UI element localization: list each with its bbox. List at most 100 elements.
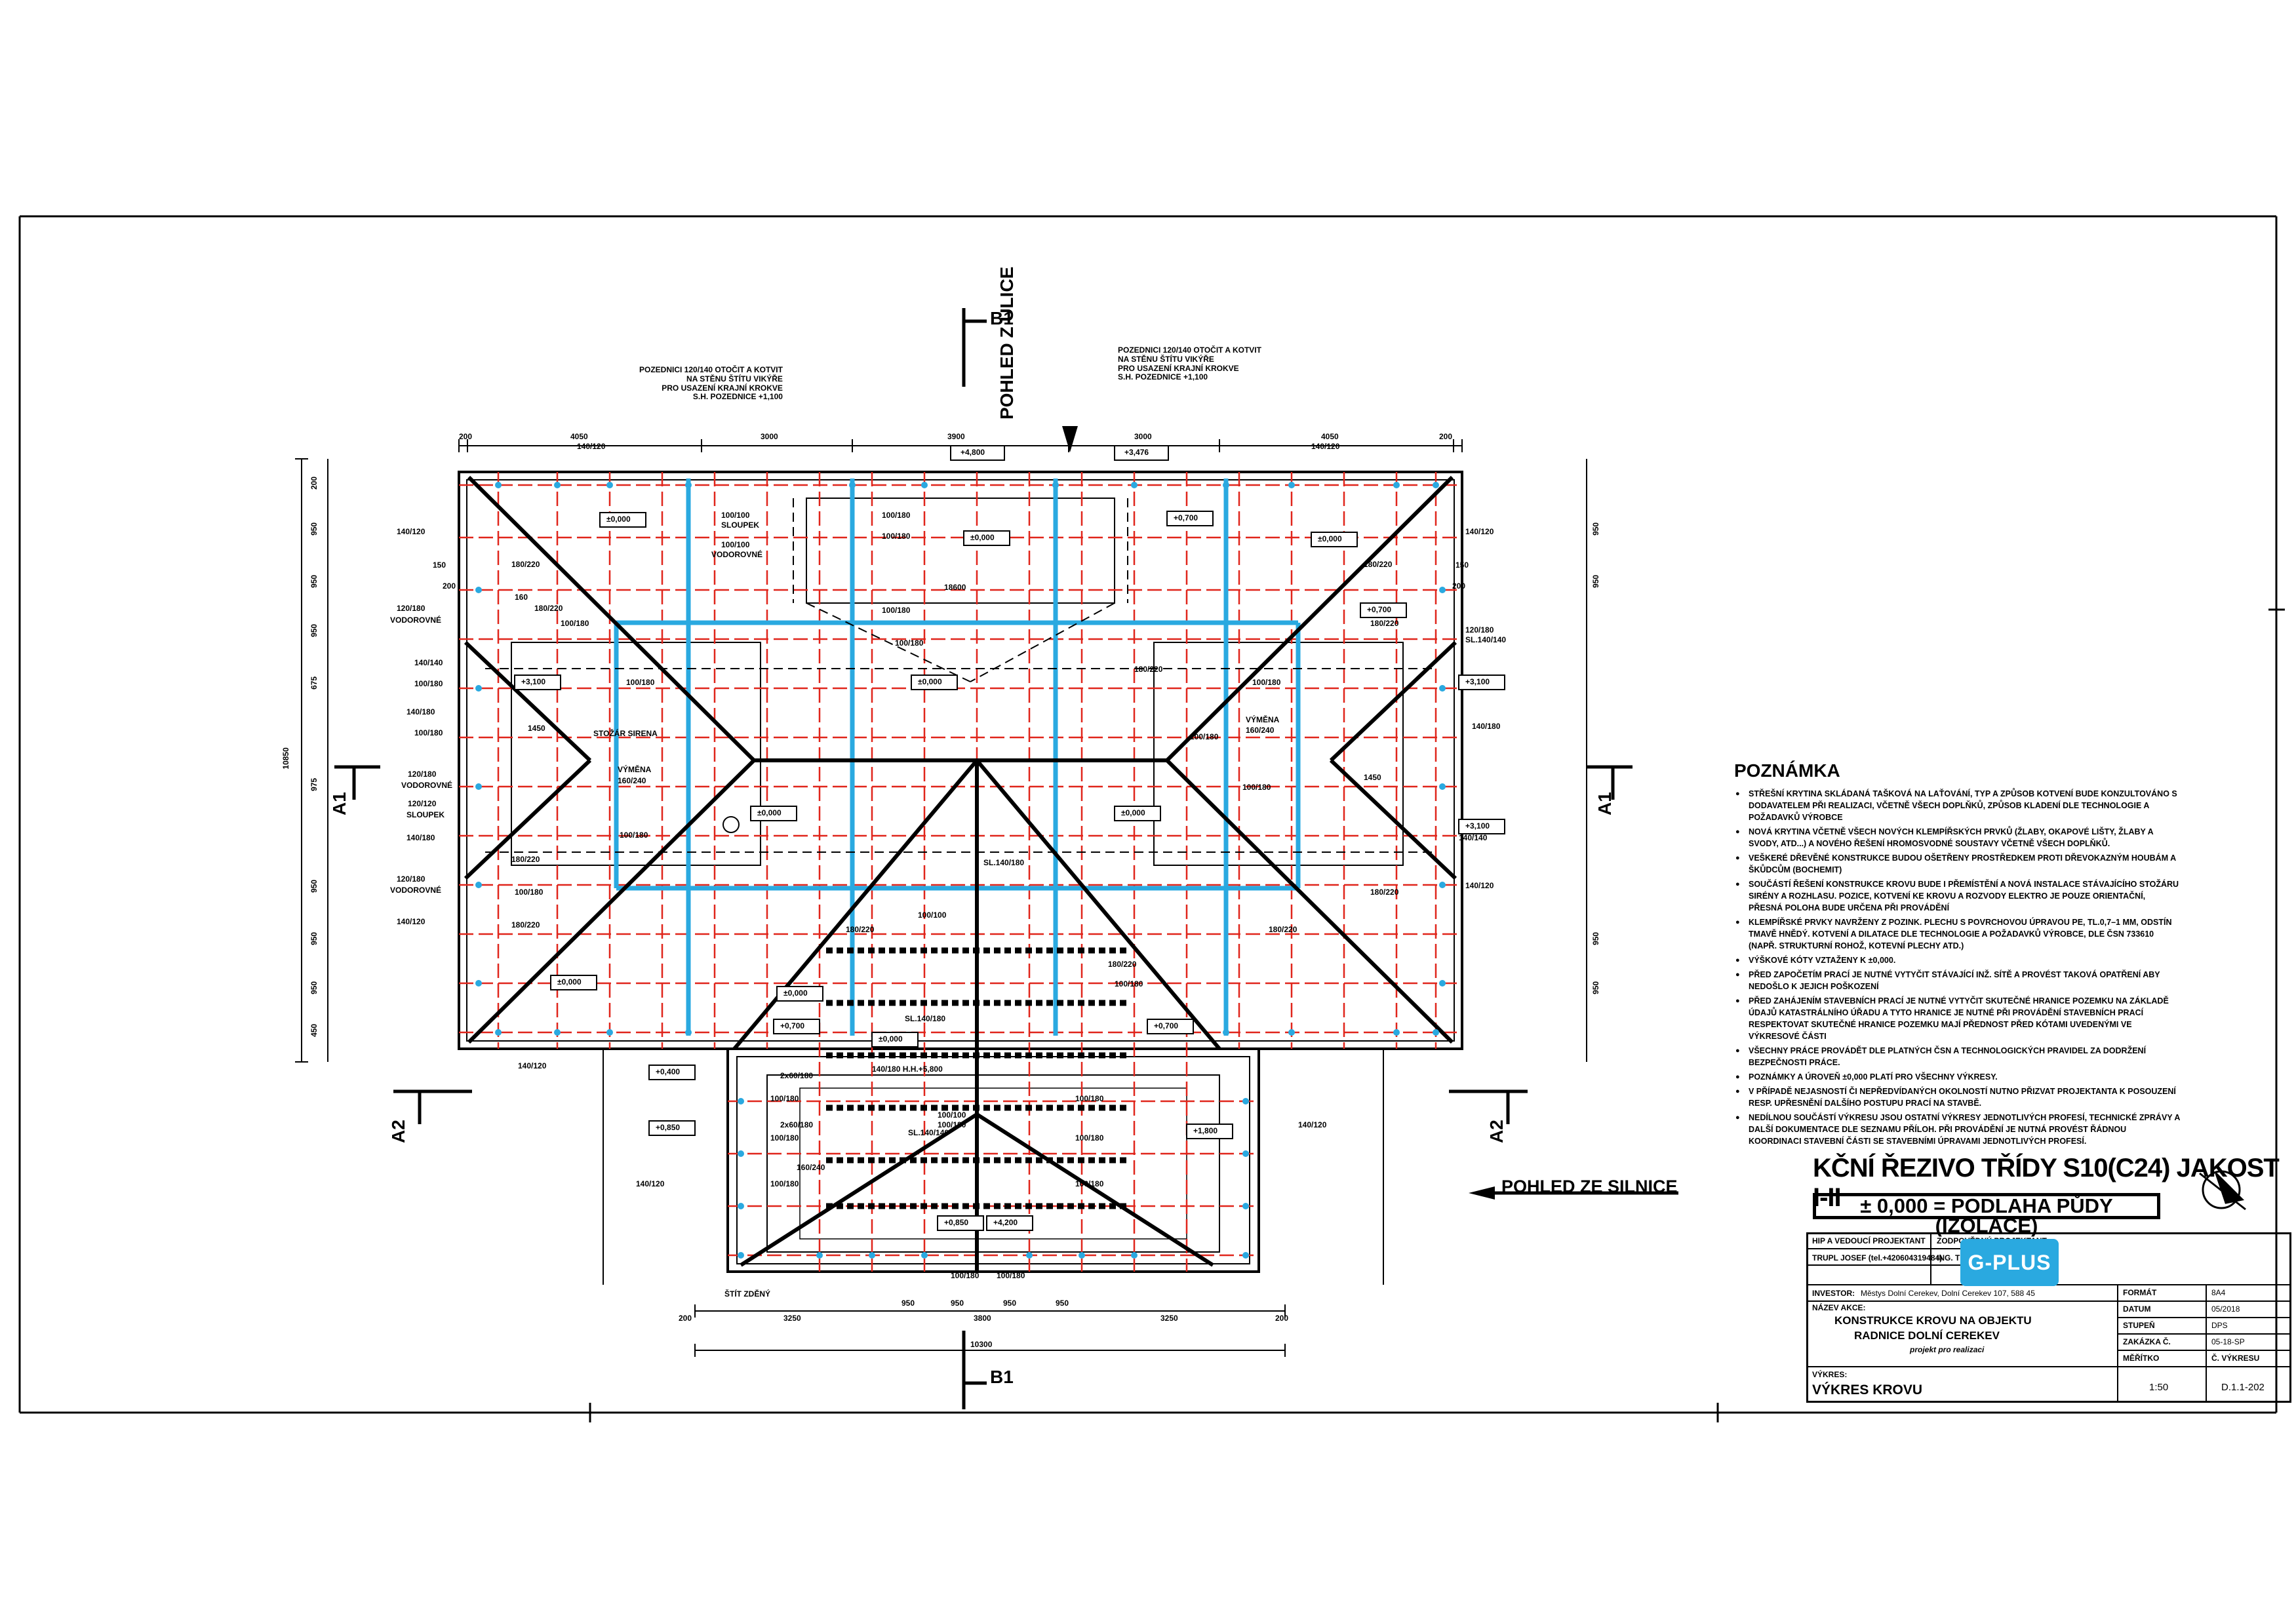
member-label: 100/180 — [1242, 783, 1271, 792]
member-label: 140/120 — [577, 442, 606, 451]
level-value: +3,100 — [521, 677, 546, 686]
dim-ridge: 18600 — [944, 583, 966, 592]
member-label: 120/120 — [408, 799, 437, 808]
member-label: 100/180 — [626, 678, 655, 687]
order-value: 05-18-SP — [2211, 1337, 2245, 1346]
dashed-lines — [485, 498, 1436, 853]
member-label: 140/180 — [406, 707, 435, 716]
member-label: 160/240 — [797, 1163, 825, 1172]
a1-right-label: A1 — [1594, 792, 1615, 815]
member-label: 100/180 — [1115, 979, 1143, 988]
member-label: 100/180 — [938, 1120, 966, 1129]
member-label: 180/220 — [511, 855, 540, 864]
member-label: 120/180 — [397, 604, 426, 613]
member-label: 100/100 — [721, 540, 750, 549]
member-label: 180/220 — [1370, 888, 1399, 897]
member-label: 100/180 — [770, 1179, 799, 1188]
level-value: ±0,000 — [879, 1034, 903, 1044]
member-word: 140/180 H.H.+5,800 — [872, 1065, 943, 1074]
hip-label: HIP A VEDOUCÍ PROJEKTANT — [1812, 1236, 1926, 1245]
level-value: +0,700 — [1154, 1021, 1179, 1030]
notes-title: POZNÁMKA — [1734, 760, 1840, 781]
member-label: 180/220 — [511, 920, 540, 929]
level-value: +1,800 — [1193, 1126, 1218, 1135]
anchor-dots — [475, 482, 1446, 1259]
member-label: 180/220 — [846, 925, 875, 934]
note-item: V PŘÍPADĚ NEJASNOSTÍ ČI NEPŘEDVÍDANÝCH O… — [1735, 1085, 2180, 1109]
member-label: 100/180 — [561, 619, 589, 628]
level-value: +0,850 — [944, 1218, 969, 1227]
level-value: ±0,000 — [606, 515, 631, 524]
level-value: ±0,000 — [1121, 808, 1145, 817]
material-spec: KČNÍ ŘEZIVO TŘÍDY S10(C24) JAKOST I-II — [1813, 1154, 2280, 1212]
member-label: 100/180 — [882, 606, 911, 615]
b1-top-label: B1 — [990, 308, 1014, 328]
member-word: VODOROVNÉ — [401, 781, 453, 790]
scale-value: 1:50 — [2149, 1382, 2169, 1393]
member-label: 140/180 — [1472, 722, 1501, 731]
level-boxes — [514, 445, 1505, 1231]
member-label: 160/240 — [618, 776, 646, 785]
member-label: 120/180 — [1465, 625, 1494, 635]
member-word: VODOROVNÉ — [711, 550, 763, 559]
stage-label: STUPEŇ — [2123, 1321, 2155, 1330]
member-label: 100/180 — [414, 679, 443, 688]
dim-top-4: 3900 — [947, 432, 965, 441]
dim-left-1: 200 — [309, 476, 319, 490]
hip-rafters — [464, 475, 1457, 1272]
member-word: VODOROVNÉ — [390, 616, 442, 625]
member-label: 2x60/180 — [780, 1120, 814, 1129]
member-word: SL.140/180 — [983, 858, 1025, 867]
dim-bottom-3: 3800 — [974, 1314, 991, 1323]
dim-left-7: 975 — [309, 777, 319, 791]
note-item: VŠECHNY PRÁCE PROVÁDĚT DLE PLATNÝCH ČSN … — [1735, 1045, 2180, 1068]
member-label: 180/220 — [1269, 925, 1297, 934]
misc-dim: 200 — [1452, 581, 1466, 591]
number-value: D.1.1-202 — [2221, 1382, 2265, 1393]
member-word: SL.140/140 — [1465, 635, 1507, 644]
member-label: 160/240 — [1246, 726, 1275, 735]
member-label: 100/100 — [938, 1110, 966, 1120]
member-label: 140/180 — [406, 833, 435, 842]
member-label: 100/180 — [515, 888, 544, 897]
dim-bottom-inner-4: 950 — [1056, 1299, 1069, 1308]
member-label: 100/180 — [1075, 1094, 1104, 1103]
a1-left-label: A1 — [328, 792, 349, 815]
cyan-members — [614, 479, 1301, 1036]
note-item: STŘEŠNÍ KRYTINA SKLÁDANÁ TAŠKOVÁ NA LAŤO… — [1735, 788, 2180, 823]
member-label: 100/180 — [770, 1133, 799, 1143]
misc-dim: 1450 — [1364, 773, 1381, 782]
level-value: ±0,000 — [1318, 534, 1342, 543]
level-value: +0,700 — [780, 1021, 805, 1030]
dim-top-6: 4050 — [1321, 432, 1339, 441]
member-label: 180/220 — [1370, 619, 1399, 628]
misc-dim: 200 — [443, 581, 456, 591]
dim-bottom-4: 3250 — [1160, 1314, 1178, 1323]
member-label: 180/220 — [511, 560, 540, 569]
dim-left-total: 10850 — [281, 747, 290, 770]
dim-left-3: 950 — [309, 574, 319, 588]
dimension-lines — [295, 439, 1587, 1357]
dim-bottom-1: 200 — [679, 1314, 692, 1323]
dim-left-9: 950 — [309, 879, 319, 893]
stage-value: DPS — [2211, 1321, 2228, 1330]
member-word: VÝMĚNA — [1246, 715, 1280, 724]
dim-left-12: 450 — [309, 1023, 319, 1037]
member-word: SLOUPEK — [406, 810, 445, 819]
dim-right-3: 950 — [1591, 931, 1601, 945]
dim-left-10: 950 — [309, 931, 319, 945]
member-word: SL.140/180 — [905, 1014, 946, 1023]
member-label: 140/120 — [1465, 527, 1494, 536]
level-value: +0,700 — [1174, 513, 1198, 522]
level-value: +3,100 — [1465, 677, 1490, 686]
a2-left-label: A2 — [387, 1120, 408, 1143]
level-value: ±0,000 — [557, 977, 582, 987]
dim-left-5: 675 — [309, 676, 319, 690]
dim-left-4: 950 — [309, 623, 319, 637]
member-label: 100/100 — [721, 511, 750, 520]
misc-dim: 160 — [515, 593, 528, 602]
note-item: KLEMPÍŘSKÉ PRVKY NAVRŽENY Z POZINK. PLEC… — [1735, 916, 2180, 952]
dim-top-5: 3000 — [1134, 432, 1152, 441]
action-line1: KONSTRUKCE KROVU NA OBJEKTU — [1834, 1314, 2032, 1327]
